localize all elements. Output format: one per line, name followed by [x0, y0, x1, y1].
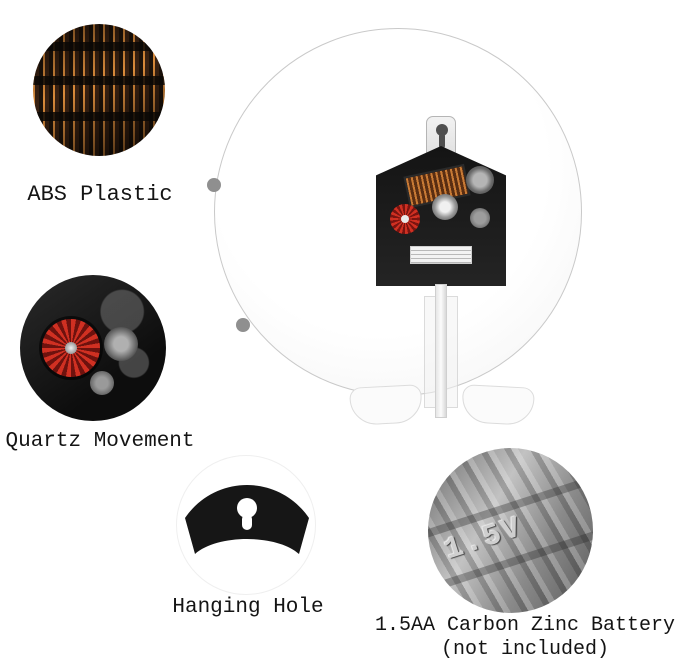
pendulum-rod — [435, 284, 447, 418]
movement-hand-shaft — [432, 194, 458, 220]
coil-frame-bar — [33, 112, 165, 121]
wheel-hub — [401, 215, 409, 223]
red-gear-icon — [42, 319, 100, 377]
hanging-hole-label: Hanging Hole — [172, 596, 324, 619]
callout-dot — [207, 178, 221, 192]
keyhole-slot-icon — [439, 133, 445, 149]
coil-frame-bar — [33, 76, 165, 85]
abs-plastic-label: ABS Plastic — [27, 182, 173, 207]
stand-foot-left — [349, 384, 423, 426]
callout-dot — [236, 318, 250, 332]
quartz-movement-label: Quartz Movement — [5, 430, 195, 453]
hanging-hole-photo — [176, 455, 316, 595]
battery-label-line2: (not included) — [440, 638, 610, 661]
movement-box — [376, 146, 506, 286]
gear-hub — [65, 342, 77, 354]
movement-small-gear-icon — [470, 208, 490, 228]
movement-gear-icon — [466, 166, 494, 194]
hanging-hole-icon — [185, 485, 309, 554]
movement-red-wheel — [390, 204, 420, 234]
quartz-movement-photo — [20, 275, 166, 421]
battery-photo: 1.5V — [428, 448, 593, 613]
abs-plastic-photo — [33, 24, 165, 156]
stand-foot-right — [461, 384, 535, 426]
battery-label-line1: 1.5AA Carbon Zinc Battery — [374, 614, 676, 637]
metal-gear-icon — [90, 371, 114, 395]
battery-label: 1.5AA Carbon Zinc Battery (not included) — [374, 614, 676, 662]
coil-frame-bar — [33, 42, 165, 51]
metal-gear-icon — [104, 327, 138, 361]
movement-label-sticker — [410, 246, 472, 264]
